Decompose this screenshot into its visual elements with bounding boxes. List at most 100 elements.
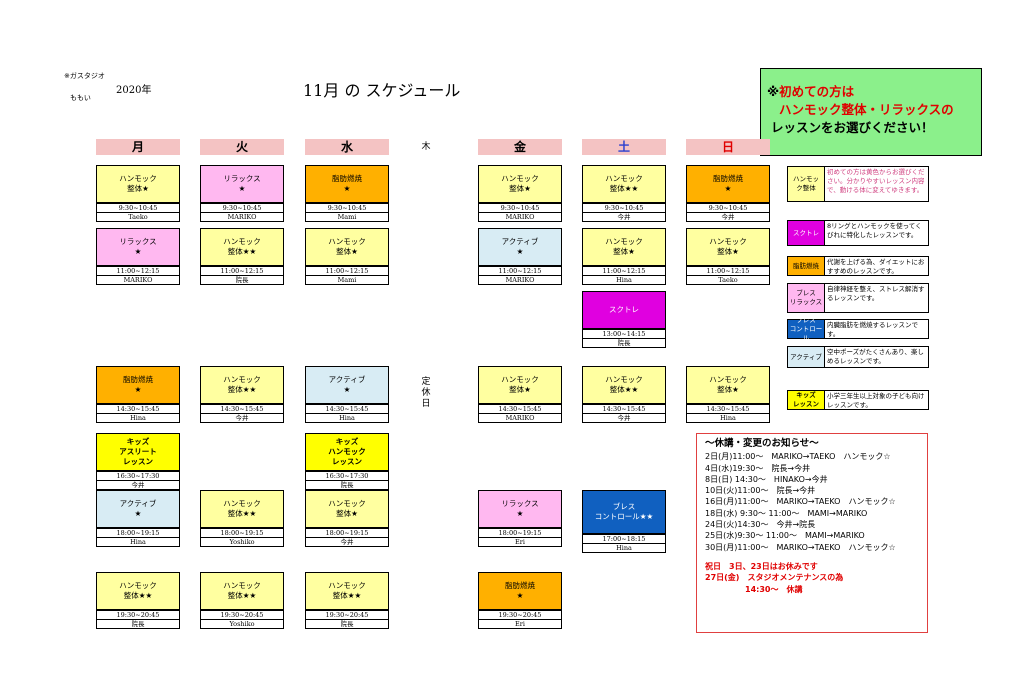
news-title: ～休講・変更のお知らせ～ (705, 438, 819, 449)
class-time: 14:30~15:45 (478, 404, 562, 414)
class-name: ハンモック 整体★ (478, 165, 562, 203)
holiday-line-3: 14:30～ 休講 (745, 584, 803, 594)
class-time: 11:00~12:15 (200, 266, 284, 276)
class-name: ハンモック 整体★ (582, 228, 666, 266)
class-instructor: MARIKO (478, 276, 562, 285)
class-instructor: Mami (305, 213, 389, 222)
day-header-sun: 日 (686, 139, 770, 155)
class-instructor: 院長 (582, 339, 666, 348)
class-instructor: 院長 (200, 276, 284, 285)
class-name: ハンモック 整体★ (96, 165, 180, 203)
schedule-change-notice: ～休講・変更のお知らせ～ 2日(月)11:00～ MARIKO→TAEKO ハン… (696, 433, 928, 633)
legend-item-0: ハンモッ ク整体初めての方は黄色からお選びください。分かりやすいレッスン内容で、… (787, 166, 929, 202)
class-instructor: Eri (478, 538, 562, 547)
first-timer-notice: ※初めての方は ハンモック整体・リラックスの レッスンをお選びください！ (760, 68, 982, 156)
class-instructor: 院長 (305, 620, 389, 629)
legend-swatch: スクトレ (788, 221, 825, 245)
news-item: 18日(水) 9:30～ 11:00～ MAMI→MARIKO (705, 508, 868, 518)
class-time: 9:30~10:45 (96, 203, 180, 213)
class-time: 14:30~15:45 (686, 404, 770, 414)
holiday-line-2: 27日(金) スタジオメンテナンスの為 (705, 573, 844, 583)
class-time: 11:00~12:15 (582, 266, 666, 276)
news-item: 24日(火)14:30～ 今井→院長 (705, 520, 816, 530)
class-instructor: 今井 (200, 414, 284, 423)
legend-text: 内臓脂肪を燃焼するレッスンです。 (827, 321, 918, 338)
class-name: ハンモック 整体★★ (200, 490, 284, 528)
class-time: 18:00~19:15 (96, 528, 180, 538)
class-time: 14:30~15:45 (582, 404, 666, 414)
class-instructor: MARIKO (478, 414, 562, 423)
class-time: 18:00~19:15 (478, 528, 562, 538)
class-name: リラックス ★ (200, 165, 284, 203)
day-header-wed: 水 (305, 139, 389, 155)
class-instructor: 今井 (686, 213, 770, 222)
class-name: 脂肪燃焼 ★ (686, 165, 770, 203)
class-name: ハンモック 整体★★ (200, 228, 284, 266)
legend-text: 空中ポーズがたくさんあり、楽しめるレッスンです。 (827, 348, 924, 365)
class-name: アクティブ ★ (96, 490, 180, 528)
class-instructor: Taeko (686, 276, 770, 285)
class-name: ハンモック 整体★★ (305, 572, 389, 610)
legend-swatch: ブレス コントロール (788, 316, 825, 342)
news-item: 30日(月)11:00～ MARIKO→TAEKO ハンモック☆ (705, 542, 896, 552)
class-instructor: MARIKO (478, 213, 562, 222)
class-time: 19:30~20:45 (305, 610, 389, 620)
class-instructor: Mami (305, 276, 389, 285)
class-instructor: Eri (478, 620, 562, 629)
class-instructor: Hina (305, 414, 389, 423)
news-item: 2日(月)11:00～ MARIKO→TAEKO ハンモック☆ (705, 452, 891, 462)
class-instructor: Hina (582, 544, 666, 553)
class-time: 18:00~19:15 (200, 528, 284, 538)
class-name: ハンモック 整体★ (686, 366, 770, 404)
class-instructor: 今井 (582, 414, 666, 423)
class-name: ハンモック 整体★★ (582, 366, 666, 404)
class-time: 11:00~12:15 (686, 266, 770, 276)
closed-day-label: 定 休 日 (421, 377, 431, 409)
news-item: 4日(水)19:30～ 院長→今井 (705, 463, 811, 473)
legend-item-2: 脂肪燃焼代謝を上げる為、ダイエットにおすすめのレッスンです。 (787, 256, 929, 276)
studio-name: ※ガスタジオ (64, 72, 105, 80)
legend-swatch: ブレス リラックス (788, 284, 825, 312)
class-time: 14:30~15:45 (96, 404, 180, 414)
class-time: 9:30~10:45 (582, 203, 666, 213)
legend-swatch: アクティブ (788, 347, 825, 367)
class-name: キッズ アスリート レッスン (96, 433, 180, 471)
class-name: ブレス コントロール★★ (582, 490, 666, 534)
legend-text: 初めての方は黄色からお選びください。分かりやすいレッスン内容で、動ける体に変えて… (827, 168, 925, 194)
notice-mark: ※ (767, 84, 780, 99)
class-name: ハンモック 整体★★ (200, 572, 284, 610)
class-name: アクティブ ★ (305, 366, 389, 404)
class-instructor: 今井 (582, 213, 666, 222)
class-name: ハンモック 整体★ (305, 490, 389, 528)
class-instructor: 今井 (305, 538, 389, 547)
class-time: 9:30~10:45 (305, 203, 389, 213)
class-name: 脂肪燃焼 ★ (478, 572, 562, 610)
news-item: 25日(水)9:30～ 11:00～ MAMI→MARIKO (705, 531, 865, 541)
legend-swatch: 脂肪燃焼 (788, 257, 825, 275)
class-name: ハンモック 整体★★ (582, 165, 666, 203)
class-name: リラックス ★ (478, 490, 562, 528)
class-instructor: 院長 (305, 481, 389, 490)
class-time: 17:00~18:15 (582, 534, 666, 544)
notice-line-1: 初めての方は (779, 84, 855, 99)
day-header-sat: 土 (582, 139, 666, 155)
class-instructor: MARIKO (96, 276, 180, 285)
